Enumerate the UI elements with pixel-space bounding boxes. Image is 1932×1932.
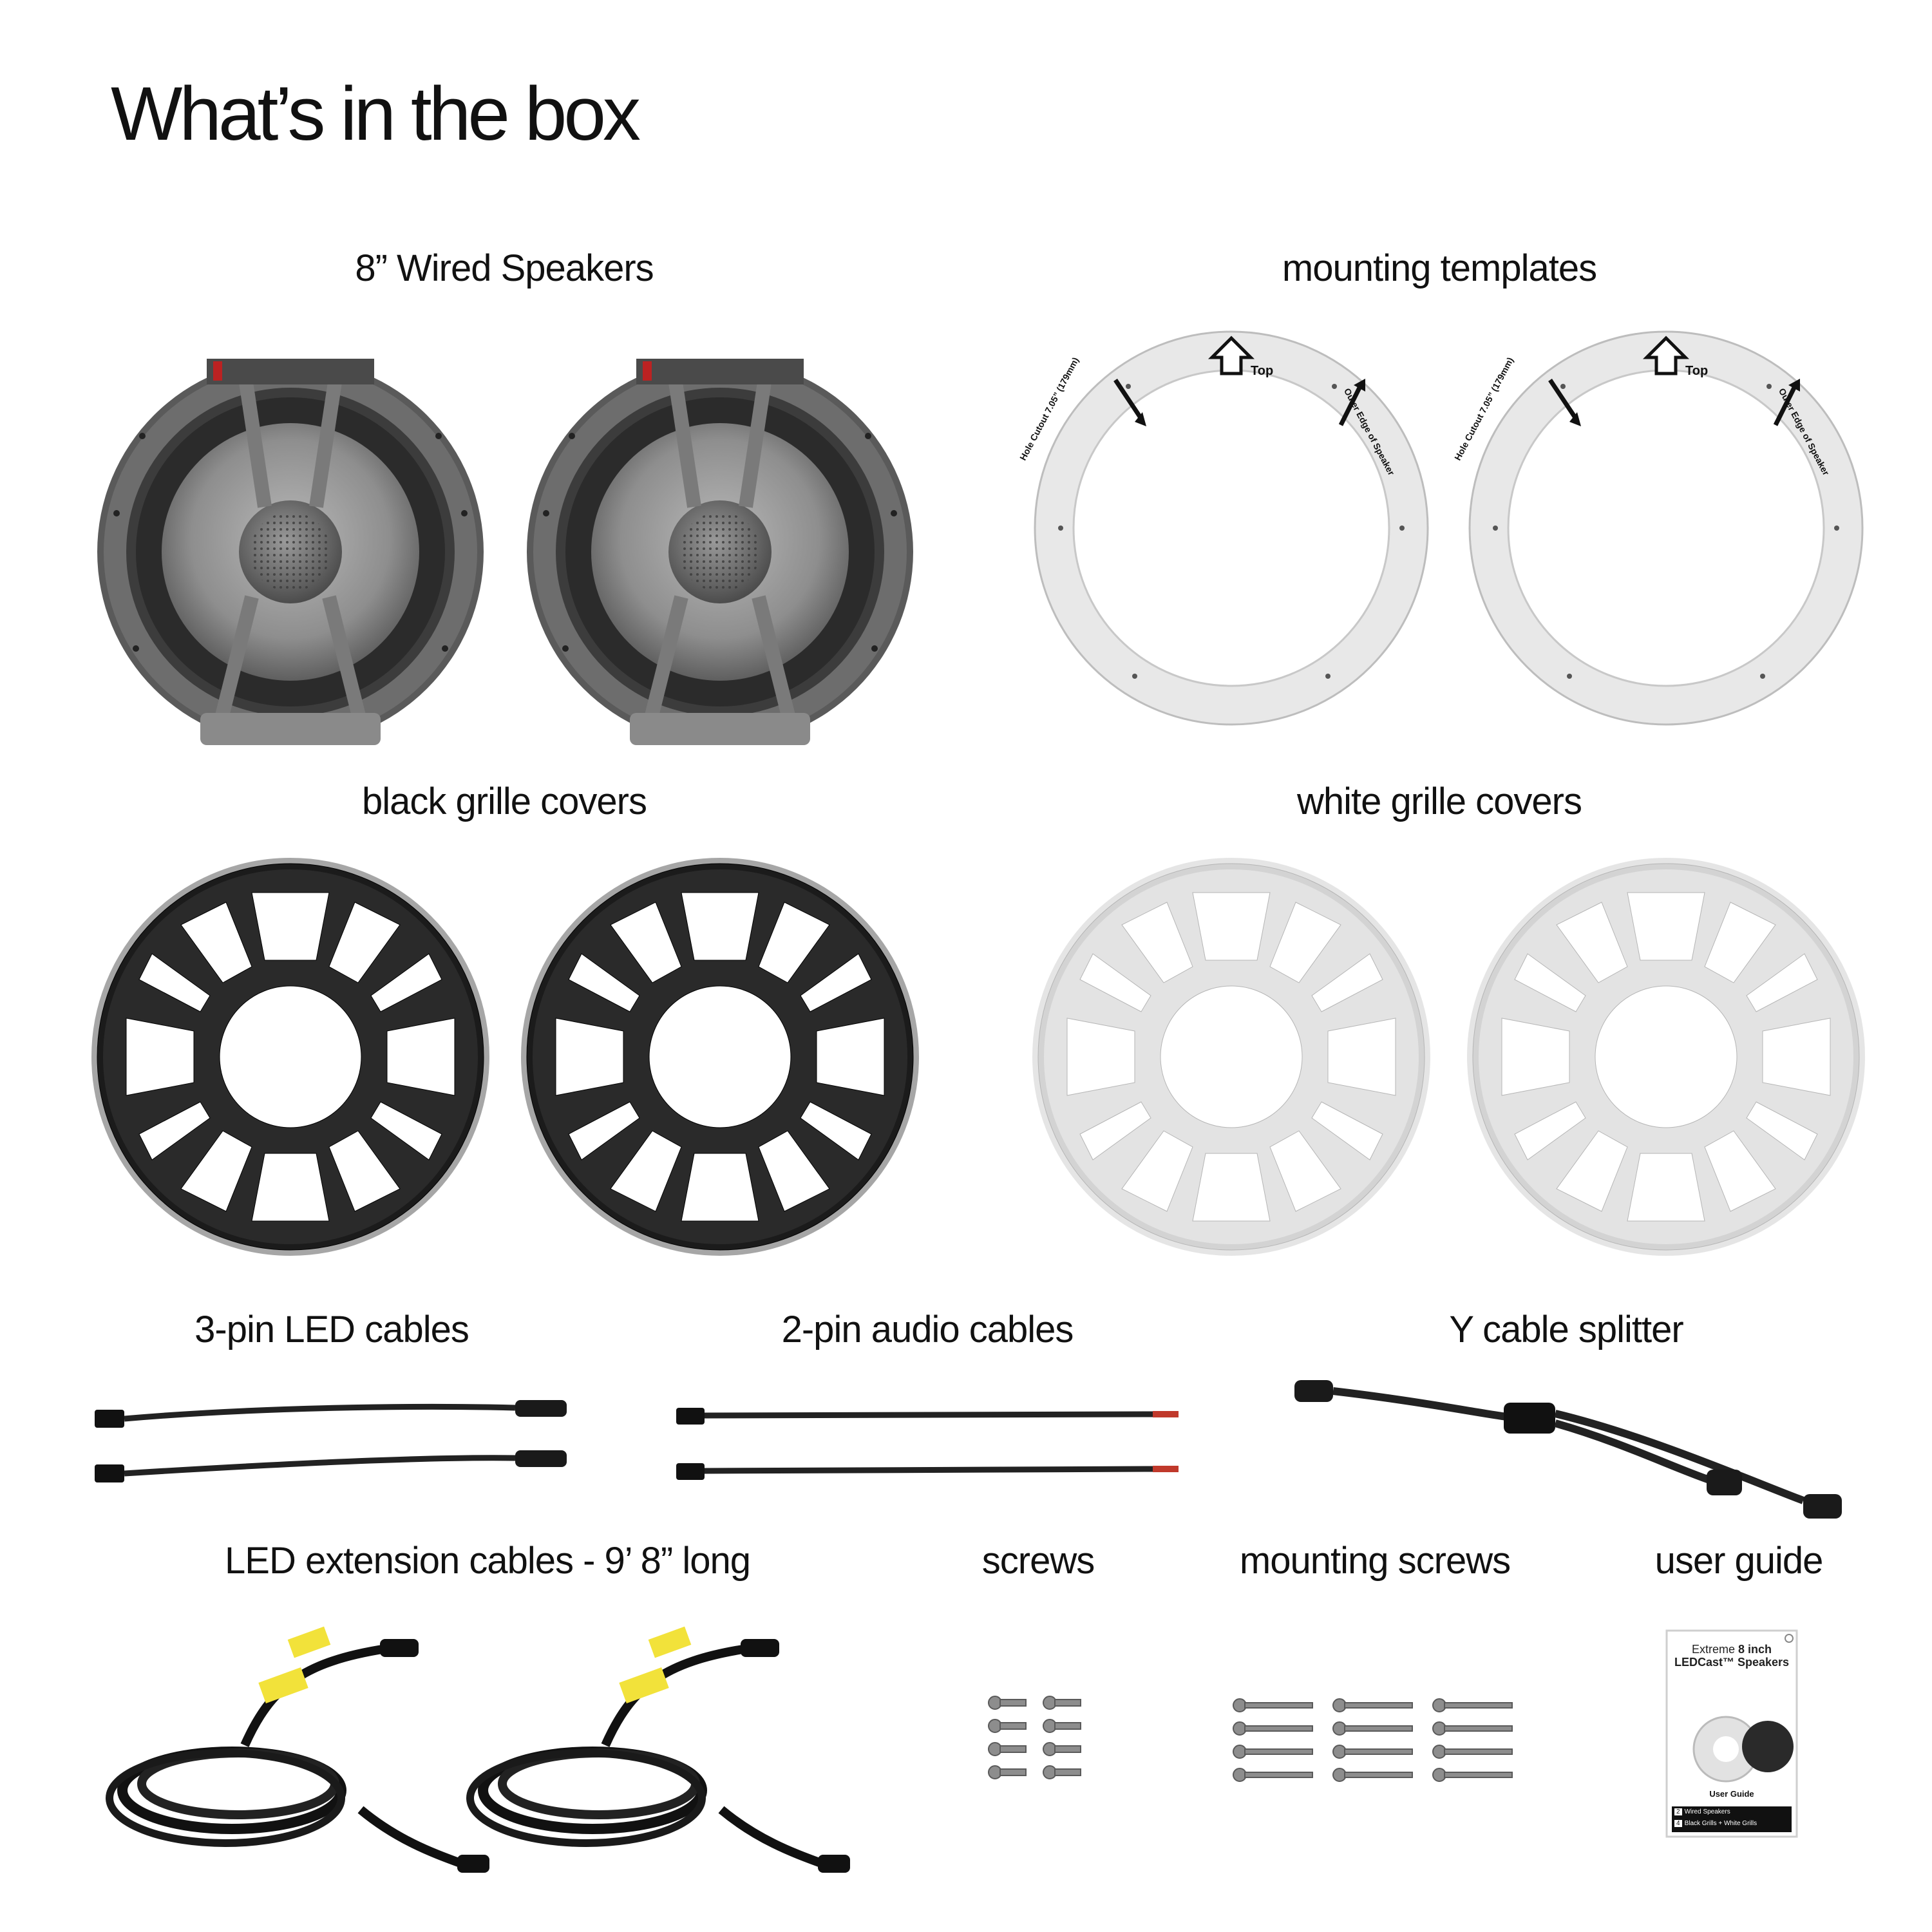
white-grille-1 <box>1038 864 1425 1250</box>
guide-item-1-count: 2 <box>1674 1808 1682 1815</box>
guide-line-1-prefix: Extreme <box>1691 1643 1738 1656</box>
extension-cable-1 <box>106 1626 489 1873</box>
user-guide-cover: Extreme 8 inch LEDCast™ Speakers <box>1667 1643 1797 1669</box>
screws-label: screws <box>981 1540 1095 1582</box>
black-grille-2 <box>527 864 913 1250</box>
speaker-2 <box>527 359 913 745</box>
black-grille-1 <box>97 864 484 1250</box>
guide-line-2: LEDCast™ Speakers <box>1674 1655 1790 1669</box>
y-cable-splitter <box>1294 1380 1842 1519</box>
guide-line-1-bold: 8 inch <box>1738 1643 1772 1656</box>
led-cable-1 <box>95 1400 567 1428</box>
screws-set <box>988 1696 1081 1779</box>
page-title: What’s in the box <box>111 71 641 156</box>
y-splitter-label: Y cable splitter <box>1449 1309 1683 1350</box>
template-1-top-text: Top <box>1251 364 1274 378</box>
guide-item-2-count: 4 <box>1674 1820 1682 1827</box>
guide-item-1-text: Wired Speakers <box>1684 1808 1730 1815</box>
audio-cable-1 <box>676 1408 1179 1425</box>
guide-heading: User Guide <box>1709 1789 1754 1799</box>
mounting-template-2 <box>1470 332 1862 724</box>
led-cable-2 <box>95 1450 567 1482</box>
speaker-1 <box>97 359 484 745</box>
extension-cables-label: LED extension cables - 9’ 8” long <box>225 1540 751 1582</box>
mounting-screws-set <box>1233 1698 1513 1782</box>
user-guide-booklet <box>1665 1629 1798 1838</box>
white-grilles-label: white grille covers <box>1297 781 1582 822</box>
white-grille-2 <box>1473 864 1859 1250</box>
mounting-screws-label: mounting screws <box>1239 1540 1511 1582</box>
led-cables-label: 3-pin LED cables <box>194 1309 469 1350</box>
extension-cable-2 <box>466 1626 850 1873</box>
black-grilles-label: black grille covers <box>362 781 647 822</box>
guide-line-1: Extreme 8 inch <box>1667 1643 1797 1656</box>
templates-label: mounting templates <box>1282 247 1597 289</box>
guide-item-2-text: Black Grills + White Grills <box>1684 1820 1757 1827</box>
audio-cable-2 <box>676 1463 1179 1480</box>
speakers-label: 8” Wired Speakers <box>355 247 654 289</box>
mounting-template-1 <box>1035 332 1428 724</box>
audio-cables-label: 2-pin audio cables <box>781 1309 1074 1350</box>
user-guide-label: user guide <box>1654 1540 1824 1582</box>
template-2-top-text: Top <box>1685 364 1709 378</box>
